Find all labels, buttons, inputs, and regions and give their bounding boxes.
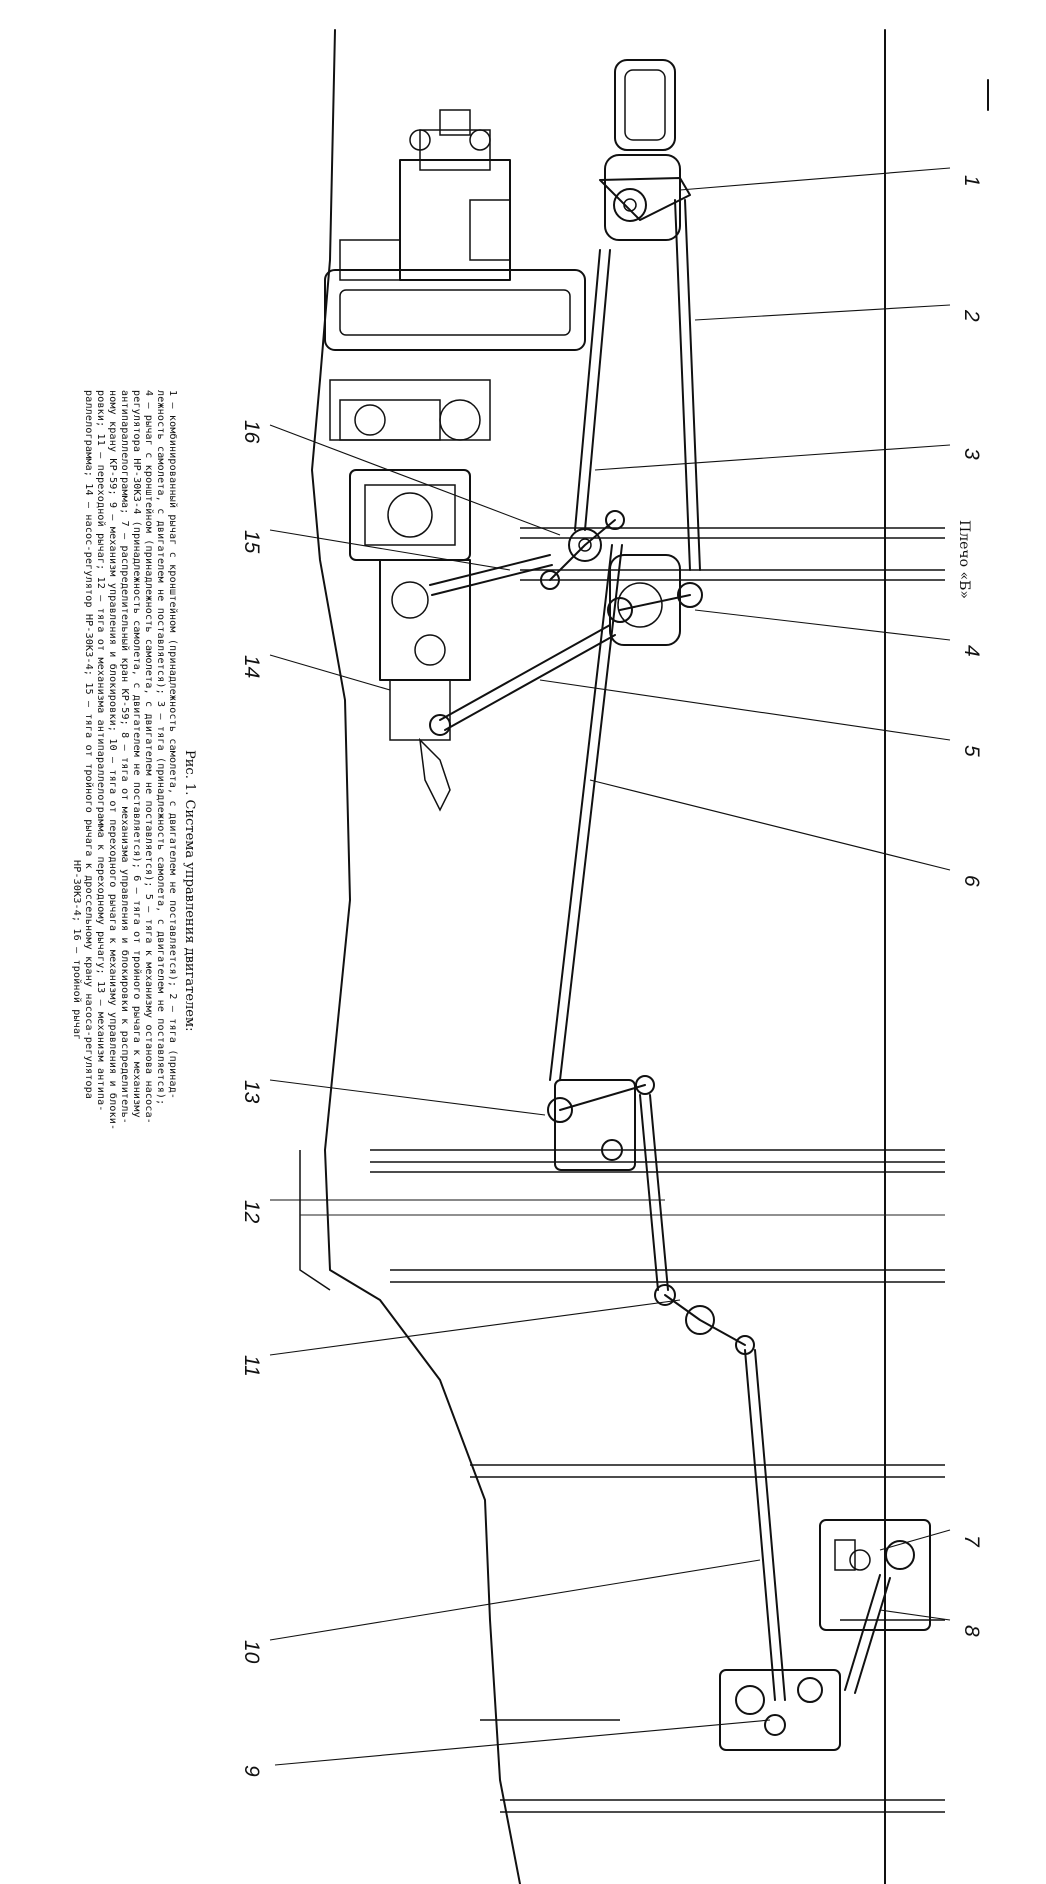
callout-10: 10 <box>240 1640 263 1664</box>
callout-1: 1 <box>960 175 983 187</box>
rod-15 <box>429 554 553 596</box>
callout-6: 6 <box>960 875 983 887</box>
caption-line-2: лежность самолета, с двигателем не поста… <box>155 390 166 1105</box>
bracket-box-lever1 <box>604 154 681 241</box>
rod-12 <box>639 1094 669 1291</box>
shoulder-label: Плечо «Б» <box>956 520 972 599</box>
rod-8 <box>844 1574 891 1694</box>
callout-12: 12 <box>240 1200 263 1224</box>
callout-7: 7 <box>960 1535 983 1548</box>
distribution-valve-7 <box>819 1519 931 1631</box>
triple-lever-16 <box>540 510 625 590</box>
intermediate-lever-11 <box>654 1284 755 1355</box>
rod-5 <box>429 624 616 736</box>
callout-4: 4 <box>960 645 983 657</box>
callout-9: 9 <box>240 1765 263 1777</box>
caption-title: Рис. 1. Система управления двигателем: <box>182 750 197 1031</box>
bracket-box-top <box>614 59 676 151</box>
antiparallelogram-13 <box>547 1075 655 1171</box>
caption-line-6: ному крану КР-59; 9 — механизм управлени… <box>107 390 119 1130</box>
callout-8: 8 <box>960 1625 983 1637</box>
caption-line-7: ровки; 11 — переходной рычаг; 12 — тяга … <box>95 390 107 1112</box>
callout-13: 13 <box>240 1080 263 1104</box>
callout-14: 14 <box>240 655 263 678</box>
rod-10 <box>744 1349 786 1701</box>
rod-2 <box>674 199 701 571</box>
leader-lines <box>269 167 951 1766</box>
callout-3: 3 <box>960 448 983 460</box>
rod-6 <box>549 544 623 1081</box>
caption-line-4: регулятора НР-30КЗ-4 (принадлежность сам… <box>131 390 143 1118</box>
caption-line-8: раллелограмма; 14 — насос-регулятор НР-3… <box>83 390 95 1099</box>
casing-flange <box>299 1150 331 1291</box>
callout-11: 11 <box>240 1355 263 1377</box>
accessory-gearbox <box>324 109 586 441</box>
caption-line-9: НР-30КЗ-4; 16 — тройной рычаг <box>71 860 83 1040</box>
rod-3 <box>574 249 611 531</box>
pump-regulator-assembly <box>349 469 471 812</box>
lever-1 <box>599 177 691 222</box>
engine-casing-outline <box>311 29 521 1884</box>
callout-numbers: 1 2 3 4 5 6 7 8 9 10 11 12 13 14 15 16 <box>240 175 983 1777</box>
callout-5: 5 <box>960 745 983 757</box>
drawing-sheet <box>269 29 989 1884</box>
caption-line-3: 4 — рычаг с кронштейном (принадлежность … <box>143 390 155 1124</box>
caption-line-5: антипараллелограмма; 7 — распределительн… <box>119 390 131 1124</box>
caption-line-1: 1 — комбинированный рычаг с кронштейном … <box>167 390 179 1099</box>
callout-2: 2 <box>960 309 983 322</box>
figure-caption: Рис. 1. Система управления двигателем: 1… <box>71 390 197 1130</box>
callout-15: 15 <box>240 530 263 554</box>
control-locking-mechanism-9 <box>719 1669 841 1751</box>
lever-4 <box>607 582 703 623</box>
callout-16: 16 <box>240 420 263 444</box>
